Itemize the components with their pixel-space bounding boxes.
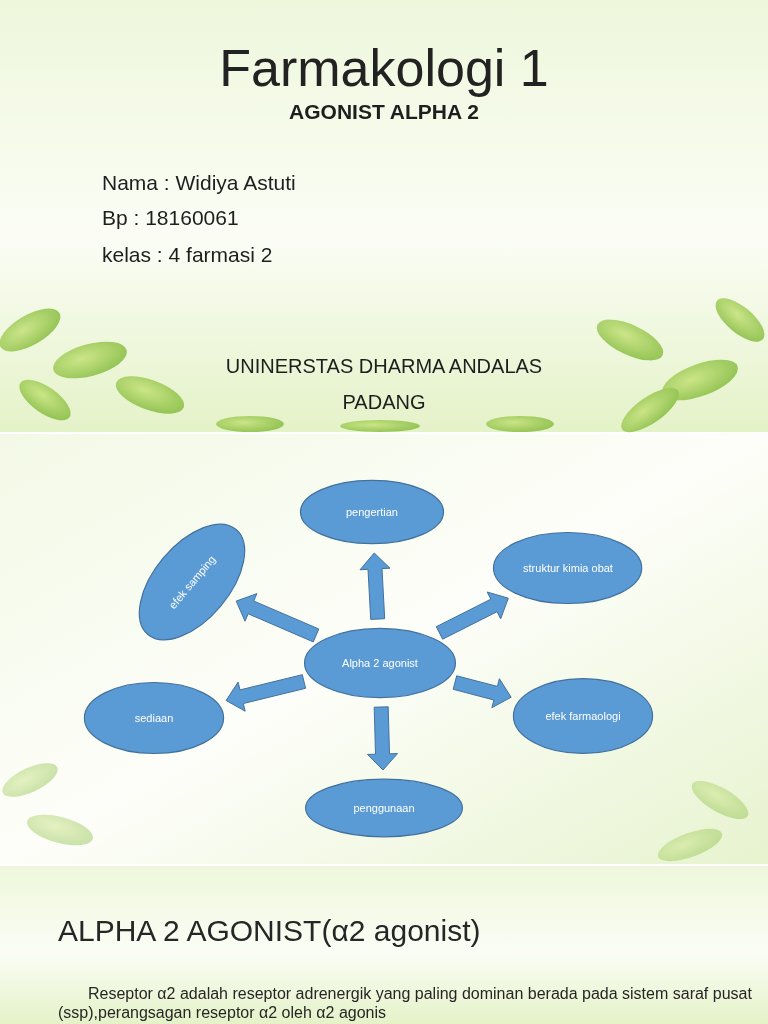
slide-title: Farmakologi 1	[0, 38, 768, 98]
leaf-decoration	[0, 291, 768, 868]
student-number: Bp : 18160061	[102, 205, 602, 231]
block-arrow	[368, 707, 398, 770]
section-heading: ALPHA 2 AGONIST(α2 agonist)	[58, 912, 738, 950]
topic-ellipse: efek farmaologi	[512, 677, 654, 755]
block-arrow	[360, 553, 390, 619]
slide-three	[0, 866, 768, 1024]
slide-subtitle: AGONIST ALPHA 2	[0, 99, 768, 125]
block-arrow	[226, 675, 306, 712]
topic-ellipse: sediaan	[83, 681, 225, 755]
topic-ellipse: struktur kimia obat	[492, 531, 643, 605]
slide-one	[0, 0, 768, 432]
central-ellipse: Alpha 2 agonist	[303, 627, 457, 699]
node-text: pengertian	[338, 505, 406, 519]
university-name: UNINERSTAS DHARMA ANDALAS PADANG	[214, 348, 554, 420]
node-text: struktur kimia obat	[515, 561, 621, 575]
topic-ellipse: pengertian	[299, 479, 445, 545]
node-text: Alpha 2 agonist	[334, 656, 426, 670]
node-text: efek farmaologi	[537, 709, 628, 723]
block-arrow	[236, 594, 319, 642]
body-text: Reseptor α2 adalah reseptor adrenergik y…	[58, 984, 758, 1022]
block-arrow	[453, 676, 511, 708]
student-name: Nama : Widiya Astuti	[102, 170, 602, 196]
class-info: kelas : 4 farmasi 2	[102, 242, 602, 268]
node-text: penggunaan	[345, 801, 422, 815]
node-text: sediaan	[127, 711, 182, 725]
topic-ellipse: penggunaan	[304, 778, 464, 838]
block-arrow	[436, 592, 508, 639]
slide-two	[0, 434, 768, 864]
